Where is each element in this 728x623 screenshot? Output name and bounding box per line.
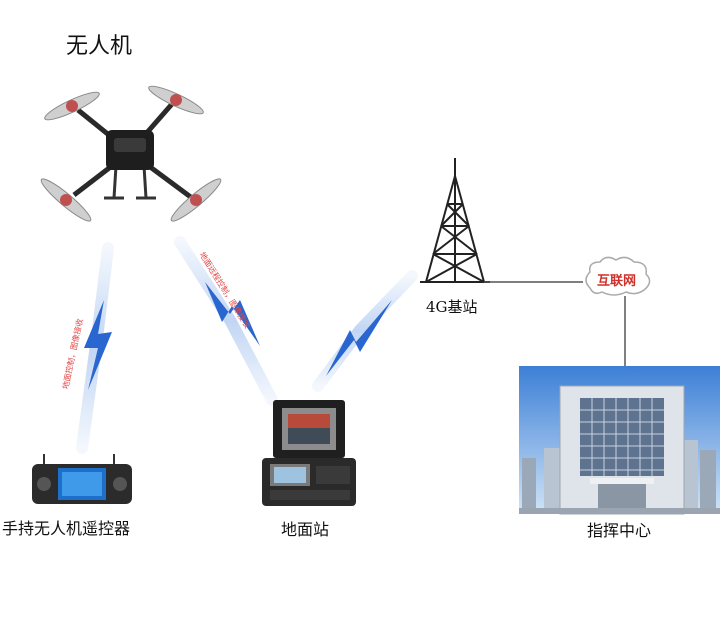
link-drone-groundstation <box>174 236 278 406</box>
label-command-center: 指挥中心 <box>587 521 652 540</box>
tower-4g <box>420 158 490 283</box>
internet-cloud-icon <box>585 256 651 296</box>
remote-controller <box>32 454 132 504</box>
label-internet: 互联网 <box>597 274 637 289</box>
diagram-title: 无人机 <box>66 34 133 59</box>
drone <box>40 85 222 222</box>
link-drone-controller <box>76 242 114 454</box>
label-ground-station: 地面站 <box>281 520 330 539</box>
link-groundstation-basestation <box>312 270 418 392</box>
label-remote-controller: 手持无人机遥控器 <box>2 519 131 538</box>
ground-station <box>262 400 356 506</box>
command-center-building <box>519 366 720 515</box>
label-base-station: 4G基站 <box>426 298 478 316</box>
